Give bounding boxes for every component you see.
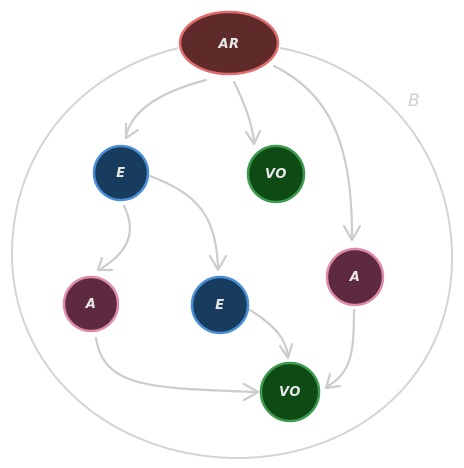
edge-e-to-a-arrowhead: [96, 256, 114, 272]
edge-ar-to-a: [272, 64, 354, 240]
node-ar-shape: [178, 10, 280, 76]
edge-a-right-to-vo-arrowhead: [324, 372, 342, 390]
node-vo-bottom-label: VO: [279, 385, 301, 400]
group-label: B: [408, 91, 420, 111]
node-vo-bottom[interactable]: VO: [259, 361, 321, 423]
nodes: AR E VO A E: [62, 10, 385, 423]
edge-a-left-to-vo-arrowhead: [242, 382, 260, 402]
node-e-middle-label: E: [215, 298, 224, 313]
edge-e-to-a: [100, 204, 131, 270]
node-e-top[interactable]: E: [92, 144, 150, 202]
node-a-left[interactable]: A: [62, 275, 120, 333]
node-e-top-shape: [92, 144, 150, 202]
edge-e-to-vo: [248, 308, 290, 358]
edges: [94, 64, 362, 402]
node-vo-bottom-shape: [259, 361, 321, 423]
node-e-middle-shape: [190, 275, 250, 335]
edge-ar-to-vo: [232, 80, 256, 144]
edge-ar-to-a-arrowhead: [342, 224, 362, 242]
node-vo-top-shape: [246, 144, 306, 204]
node-a-right[interactable]: A: [325, 247, 385, 307]
node-a-right-shape: [325, 247, 385, 307]
node-vo-top-label: VO: [265, 167, 287, 182]
node-e-middle[interactable]: E: [190, 275, 250, 335]
edge-a-right-to-vo: [326, 308, 356, 388]
edge-e-to-e-arrowhead: [208, 254, 228, 272]
edge-e-to-e: [148, 174, 220, 270]
node-e-top-label: E: [116, 166, 125, 181]
edge-ar-to-vo-arrowhead: [244, 129, 262, 146]
edge-ar-to-e: [124, 78, 208, 138]
group-boundary: [10, 47, 454, 460]
node-a-left-label: A: [85, 297, 97, 312]
node-ar[interactable]: AR: [178, 10, 280, 76]
node-ar-label: AR: [217, 37, 239, 52]
node-vo-top[interactable]: VO: [246, 144, 306, 204]
node-a-left-shape: [62, 275, 120, 333]
edge-ar-to-e-arrowhead: [124, 122, 140, 140]
edge-a-left-to-vo: [94, 336, 258, 394]
node-a-right-label: A: [349, 270, 361, 285]
edge-e-to-vo-arrowhead: [278, 342, 294, 360]
